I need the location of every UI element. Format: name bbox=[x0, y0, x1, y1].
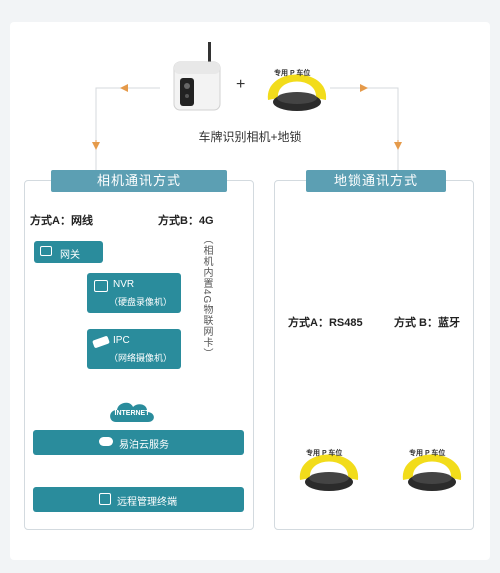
lock-sign-text: 专用 P 车位 bbox=[306, 450, 343, 457]
nvr-subtitle: （硬盘录像机） bbox=[109, 297, 173, 307]
ipc-subtitle: （网络摄像机） bbox=[109, 353, 173, 363]
cloud-icon bbox=[110, 402, 154, 422]
parking-lock-rs485: 专用 P 车位 bbox=[294, 434, 364, 500]
ipc-title: IPC bbox=[113, 335, 130, 346]
ipc-camera-icon bbox=[92, 335, 110, 349]
camera-method-a-label: 方式A：网线 bbox=[30, 215, 93, 227]
gateway-label: 网关 bbox=[60, 250, 80, 261]
cloud-service-box: 易泊云服务 bbox=[33, 430, 244, 455]
parking-lock-image bbox=[267, 74, 327, 111]
lpr-camera-image bbox=[173, 42, 221, 111]
ipc-box: IPC （网络摄像机） bbox=[87, 329, 181, 369]
camera-method-b-note: （相机内置4G物联网卡） bbox=[199, 232, 214, 360]
lock-sign-text: 专用 P 车位 bbox=[274, 70, 311, 77]
camera-comm-header: 相机通讯方式 bbox=[51, 170, 227, 192]
top-parking-lock: 专用 P 车位 bbox=[262, 54, 332, 120]
remote-terminal-icon bbox=[99, 493, 111, 505]
parking-lock-bluetooth: 专用 P 车位 bbox=[397, 434, 467, 500]
lock-method-a-label: 方式A：RS485 bbox=[288, 317, 363, 329]
parking-lock-image bbox=[299, 454, 359, 491]
plus-sign: + bbox=[236, 76, 246, 93]
nvr-title: NVR bbox=[113, 279, 135, 290]
lock-sign-text: 专用 P 车位 bbox=[409, 450, 446, 457]
remote-terminal-label: 远程管理终端 bbox=[117, 497, 177, 508]
remote-terminal-box: 远程管理终端 bbox=[33, 487, 244, 512]
camera-method-b-label: 方式B：4G bbox=[158, 215, 214, 227]
lock-comm-header: 地锁通讯方式 bbox=[306, 170, 446, 192]
gateway-box: 网关 bbox=[34, 241, 103, 263]
internet-cloud: INTERNET bbox=[108, 398, 156, 426]
lock-method-b-label: 方式 B：蓝牙 bbox=[394, 317, 460, 329]
nvr-icon bbox=[94, 280, 108, 292]
internet-label: INTERNET bbox=[114, 410, 150, 417]
parking-lock-image bbox=[402, 454, 462, 491]
nvr-box: NVR （硬盘录像机） bbox=[87, 273, 181, 313]
cloud-service-icon bbox=[99, 437, 113, 446]
cloud-service-label: 易泊云服务 bbox=[119, 440, 169, 451]
gateway-icon bbox=[40, 246, 52, 256]
top-caption: 车牌识别相机+地锁 bbox=[198, 130, 302, 144]
